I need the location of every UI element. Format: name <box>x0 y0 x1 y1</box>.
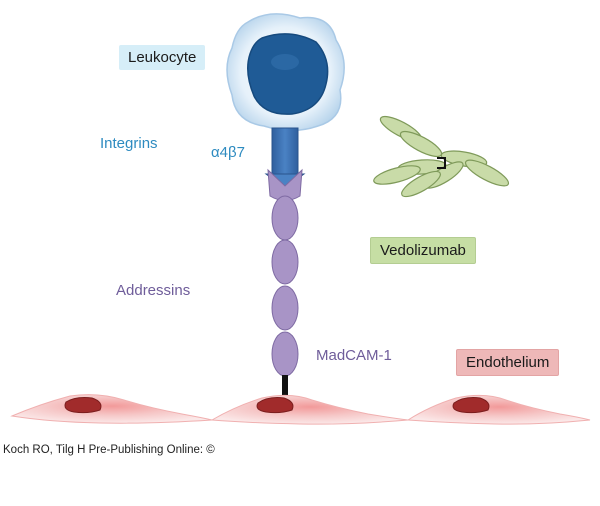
madcam-chain-icon <box>267 168 303 395</box>
endothelial-cell-icon <box>10 394 591 425</box>
addressins-label: Addressins <box>116 282 191 299</box>
leukocyte-label: Leukocyte <box>119 45 206 70</box>
madcam-label: MadCAM-1 <box>316 347 392 364</box>
leukocyte-cell-icon <box>226 13 345 132</box>
endothelium-label: Endothelium <box>456 349 560 376</box>
alpha4beta7-label: α4β7 <box>211 144 245 161</box>
antibody-icon <box>373 115 510 198</box>
integrins-label: Integrins <box>100 135 158 152</box>
credit-text: Koch RO, Tilg H Pre-Publishing Online: © <box>3 444 215 456</box>
vedolizumab-label: Vedolizumab <box>370 237 476 264</box>
